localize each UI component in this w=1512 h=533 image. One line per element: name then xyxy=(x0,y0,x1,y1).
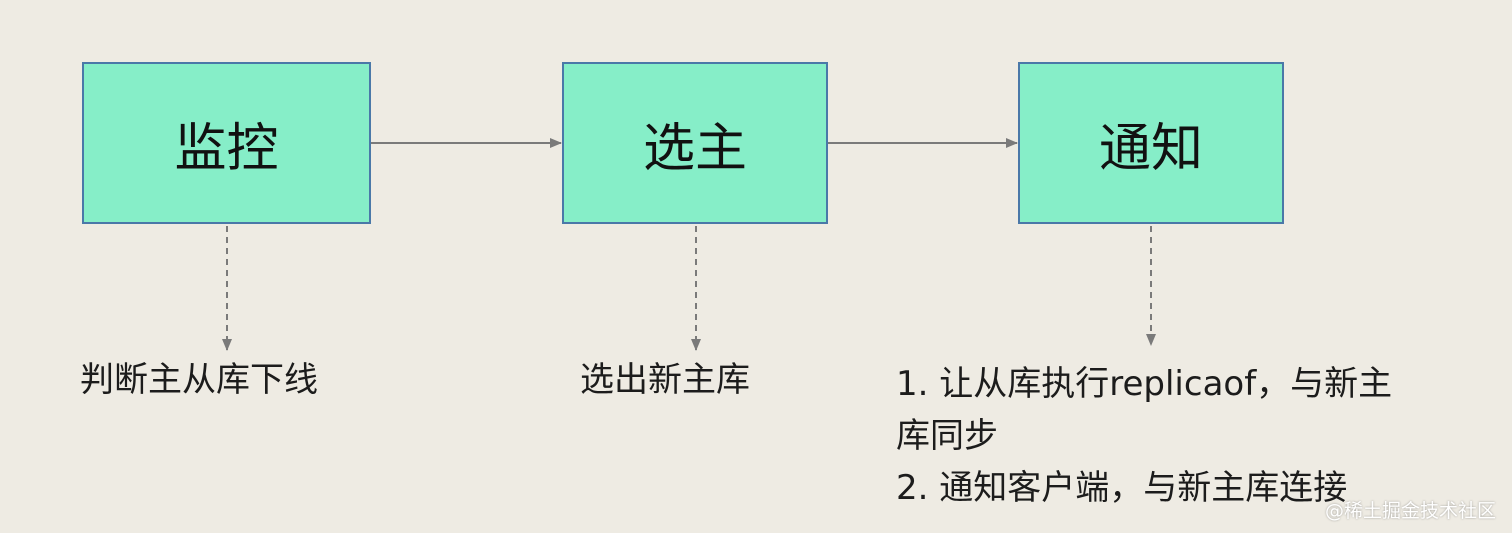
step-label-notify: 通知 xyxy=(1098,118,1203,179)
step-box-notify: 通知 xyxy=(1018,62,1284,224)
result-text-notify: 1. 让从库执行replicaof，与新主 库同步 2. 通知客户端，与新主库连… xyxy=(896,358,1392,514)
step-label-select-master: 选主 xyxy=(642,118,747,179)
step-box-monitor: 监控 xyxy=(82,62,371,224)
result-text-monitor: 判断主从库下线 xyxy=(80,360,318,400)
step-box-select-master: 选主 xyxy=(562,62,828,224)
result-text-select-master: 选出新主库 xyxy=(580,360,750,400)
step-label-monitor: 监控 xyxy=(174,118,279,179)
watermark: @稀土掘金技术社区 xyxy=(1324,500,1496,522)
result-line-3: 2. 通知客户端，与新主库连接 xyxy=(896,468,1348,508)
result-line-1: 1. 让从库执行replicaof，与新主 xyxy=(896,364,1393,404)
result-line-2: 库同步 xyxy=(896,416,998,456)
